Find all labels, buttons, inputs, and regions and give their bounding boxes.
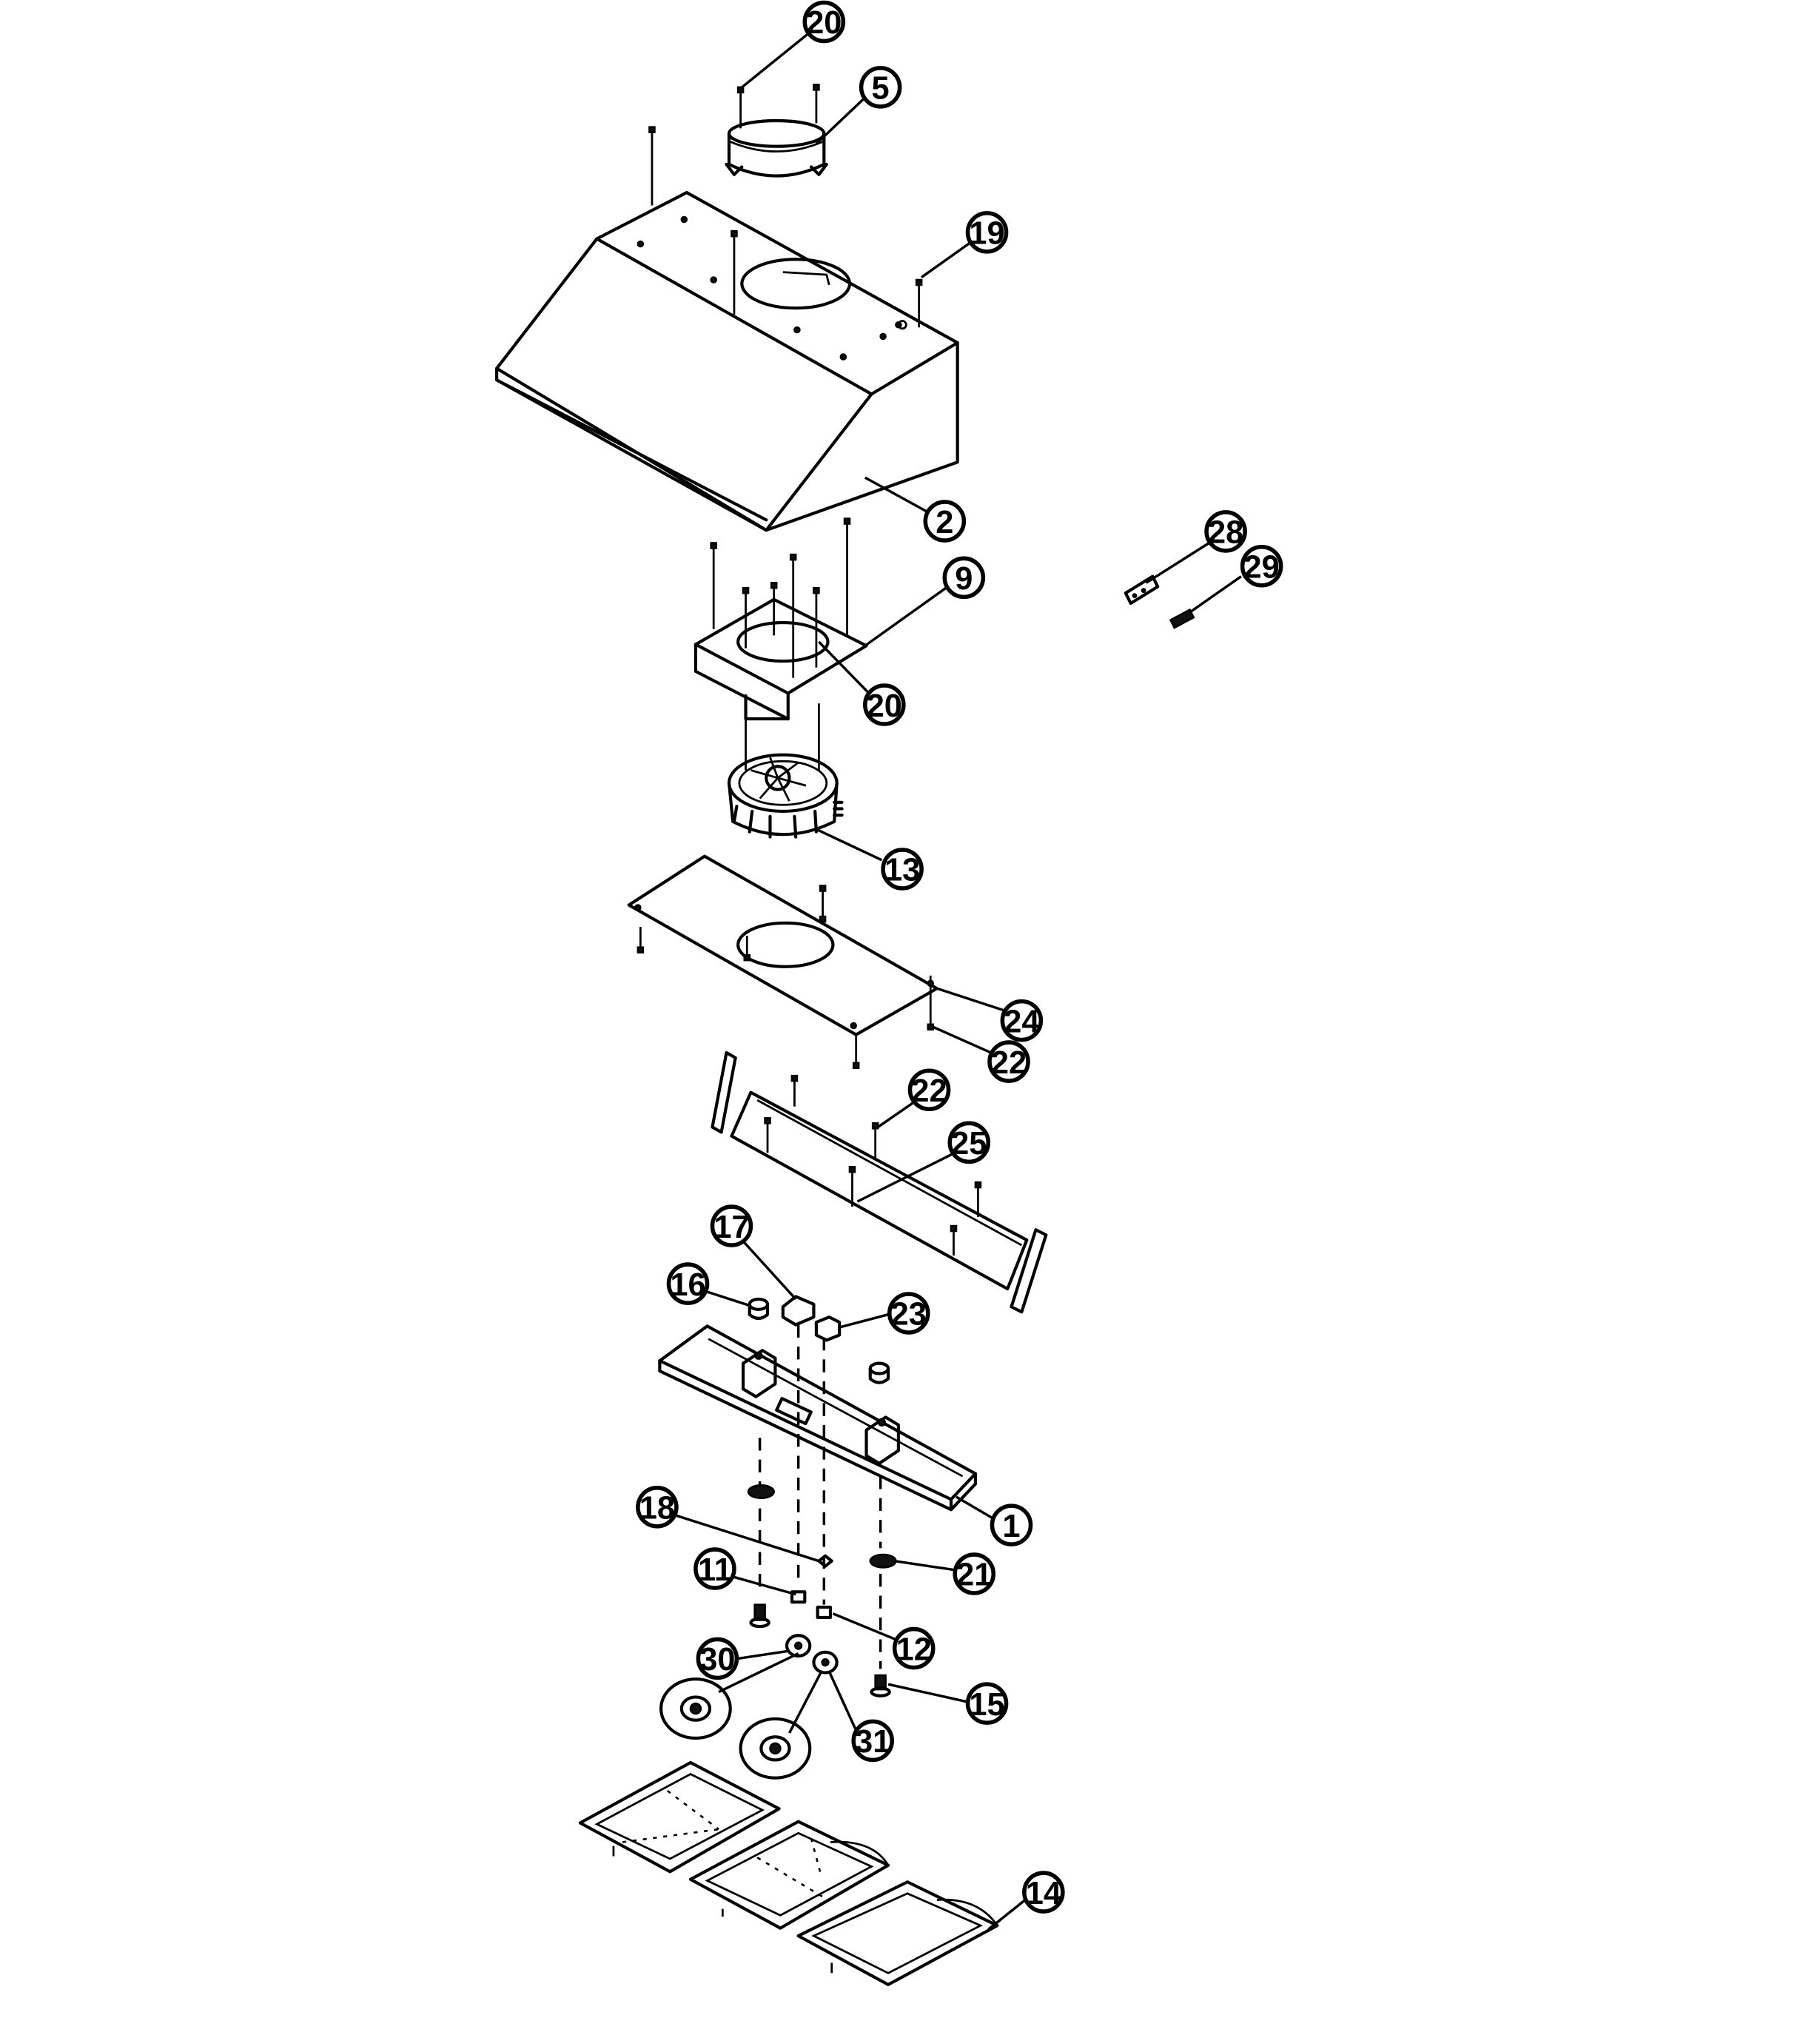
callout-label-1: 1 <box>1002 1509 1020 1544</box>
callout-circle <box>887 1292 930 1335</box>
small-parts-18-11-12 <box>790 1554 833 1620</box>
filter-channel-part <box>711 1050 1048 1314</box>
callout-circle <box>666 1262 710 1305</box>
mounting-plate-part <box>627 854 938 1070</box>
callout-circle <box>636 1486 679 1529</box>
callout-circle <box>802 0 846 44</box>
callout-label-21: 21 <box>956 1558 992 1593</box>
screw-part-15 <box>749 1603 891 1697</box>
hood-shell-part <box>495 126 959 532</box>
callout-circle <box>863 683 906 726</box>
blower-fan-part <box>727 703 844 839</box>
callout-label-18: 18 <box>639 1491 675 1526</box>
callout-circle <box>987 1040 1030 1083</box>
callout-label-15: 15 <box>969 1687 1004 1723</box>
switch-part-17 <box>781 1295 816 1327</box>
callout-label-25: 25 <box>951 1126 987 1161</box>
callout-label-14: 14 <box>1026 1876 1061 1911</box>
bracket-part-28 <box>1124 574 1160 606</box>
callout-circle <box>990 1504 1033 1546</box>
callout-circle <box>1000 999 1044 1042</box>
callout-label-28: 28 <box>1208 515 1243 551</box>
callout-circle <box>859 66 902 109</box>
grease-filter-part <box>578 1760 999 1986</box>
callout-label-5: 5 <box>872 71 890 107</box>
duct-collar-part <box>725 84 828 178</box>
callout-label-20: 20 <box>806 5 842 41</box>
damper-box-part <box>694 517 868 721</box>
callout-circle <box>947 1121 991 1164</box>
control-knob-parts-30-31 <box>659 1634 839 1780</box>
callout-circle <box>710 1204 753 1247</box>
spring-clip-part-21 <box>747 1484 897 1569</box>
callout-label-22: 22 <box>991 1045 1027 1081</box>
callout-label-11: 11 <box>698 1552 732 1588</box>
callout-circle <box>907 1068 951 1112</box>
knob-part-16 <box>748 1297 890 1384</box>
callout-circle <box>1204 510 1247 553</box>
callout-circle <box>851 1719 894 1763</box>
callout-circle <box>696 1637 739 1680</box>
callout-label-16: 16 <box>670 1267 705 1303</box>
callout-circle <box>923 500 967 543</box>
callout-circle <box>1022 1871 1065 1914</box>
callout-circle <box>965 211 1009 254</box>
callout-label-24: 24 <box>1004 1004 1039 1039</box>
callout-balloons <box>636 0 1283 1914</box>
callout-circle <box>942 556 986 600</box>
callout-label-22-upper: 22 <box>911 1073 947 1109</box>
assembly-lines <box>758 1324 882 1669</box>
switch-part-23 <box>814 1315 842 1342</box>
callout-label-12: 12 <box>896 1632 932 1667</box>
callout-label-31: 31 <box>855 1724 890 1760</box>
callout-labels: 20 5 19 2 28 29 9 20 13 24 22 22 25 17 1… <box>639 5 1280 1911</box>
callout-circle <box>1240 544 1283 588</box>
callout-circle <box>953 1552 995 1595</box>
callout-circle <box>892 1626 936 1670</box>
callout-label-19: 19 <box>969 216 1004 252</box>
callout-label-17: 17 <box>713 1210 749 1245</box>
control-panel-part <box>658 1324 978 1512</box>
leader-lines <box>673 32 1242 1931</box>
callout-label-30: 30 <box>699 1642 735 1677</box>
callout-label-20-lower: 20 <box>867 688 902 724</box>
callout-circle <box>965 1682 1009 1725</box>
callout-label-29: 29 <box>1244 549 1280 585</box>
callout-label-9: 9 <box>955 561 973 597</box>
callout-circle <box>694 1547 736 1590</box>
clip-part-29 <box>1169 608 1195 629</box>
callout-circle <box>881 848 924 891</box>
callout-label-13: 13 <box>884 853 920 888</box>
callout-label-23: 23 <box>891 1297 927 1333</box>
callout-label-2: 2 <box>936 505 953 540</box>
